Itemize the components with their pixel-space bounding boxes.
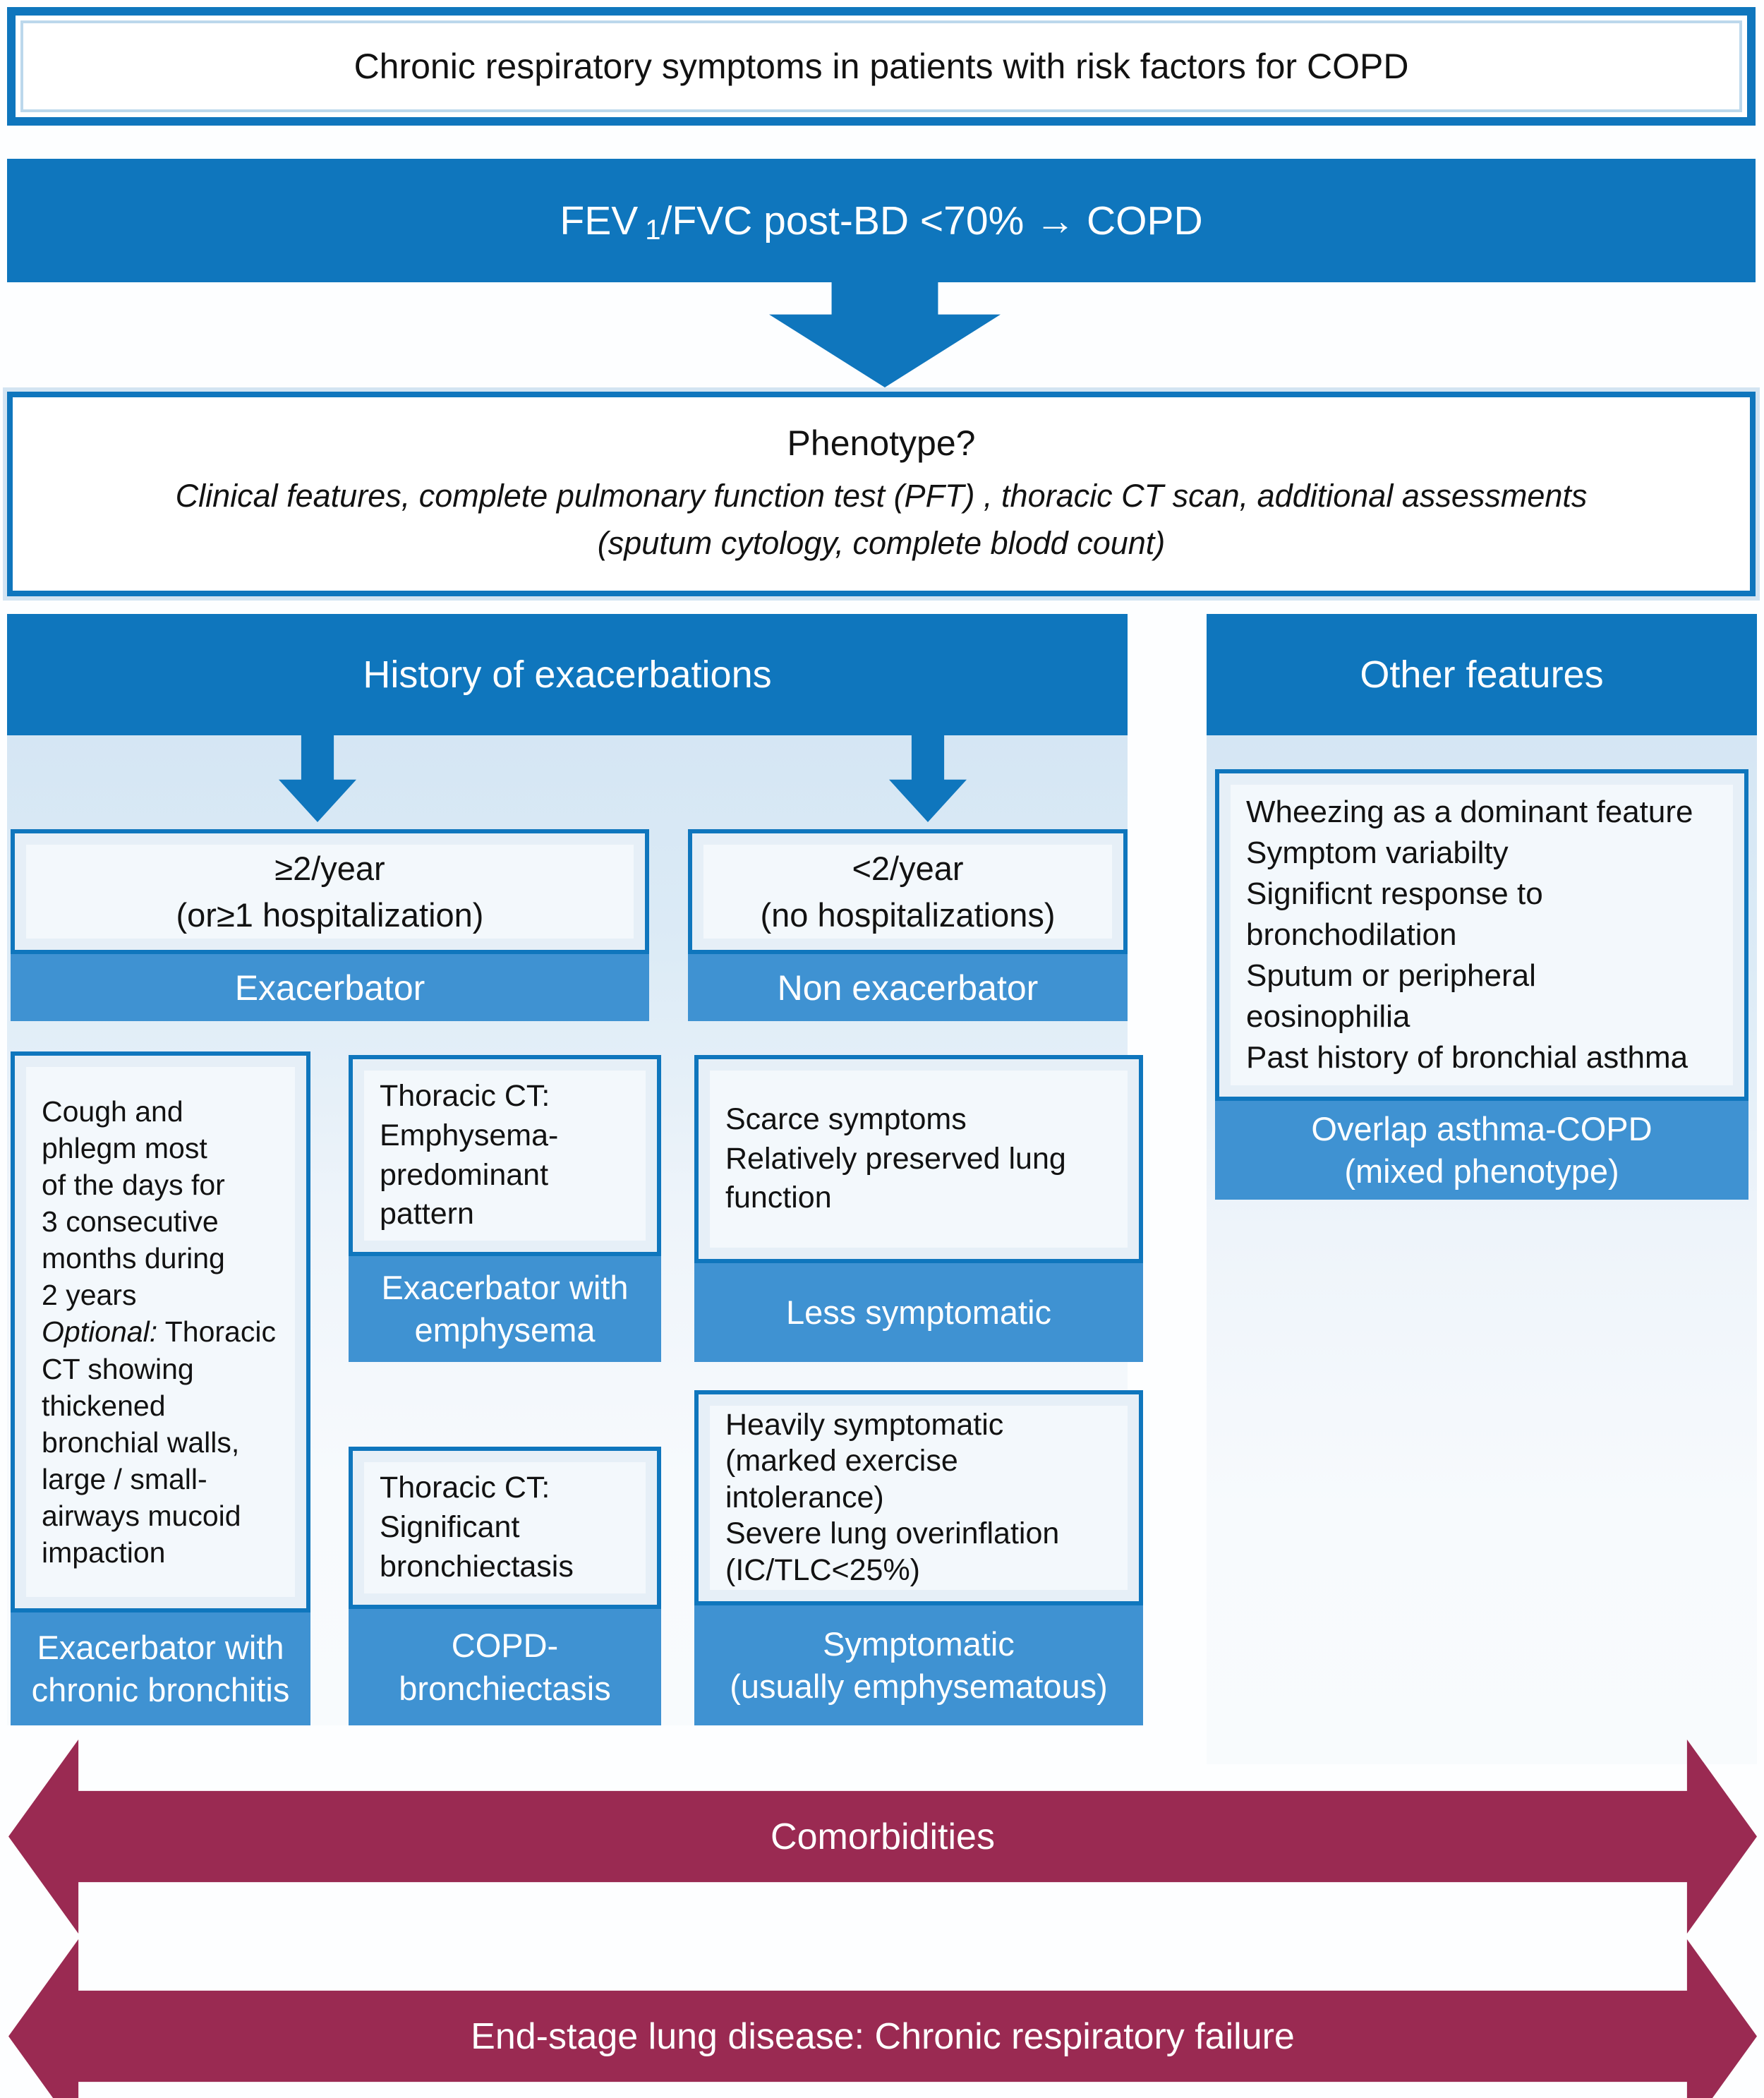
fev-subscript: 1 <box>645 215 661 246</box>
history-exacerbations-header: History of exacerbations <box>7 614 1128 735</box>
bronchiectasis-box: Thoracic CT: Significant bronchiectasis <box>349 1447 661 1609</box>
chronic-bronchitis-box: Cough and phlegm most of the days for 3 … <box>11 1051 310 1612</box>
phenotype-title: Phenotype? <box>787 423 976 464</box>
emphysema-label-bar: Exacerbator with emphysema <box>349 1256 661 1362</box>
symptomatic-text: Heavily symptomatic (marked exercise int… <box>725 1407 1060 1587</box>
emphysema-text: Thoracic CT: Emphysema- predominant patt… <box>380 1078 559 1231</box>
emphysema-label-text: Exacerbator with emphysema <box>381 1268 629 1349</box>
chronic-symptoms-box: Chronic respiratory symptoms in patients… <box>7 7 1756 126</box>
bronchiectasis-text: Thoracic CT: Significant bronchiectasis <box>380 1471 574 1584</box>
other-features-box: Wheezing as a dominant feature Symptom v… <box>1215 769 1748 1101</box>
phenotype-subtitle-line2: (sputum cytology, complete blodd count) <box>597 525 1166 561</box>
less-symptomatic-text: Scarce symptoms Relatively preserved lun… <box>725 1102 1066 1215</box>
overlap-asthma-copd-label-text: Overlap asthma-COPD (mixed phenotype) <box>1311 1109 1653 1190</box>
symptomatic-label-bar: Symptomatic (usually emphysematous) <box>694 1605 1143 1725</box>
exacerbator-criteria-box: ≥2/year (or≥1 hospitalization) <box>11 829 649 954</box>
comorbidities-arrow: Comorbidities <box>8 1740 1757 1934</box>
phenotype-box: Phenotype? Clinical features, complete p… <box>7 392 1756 596</box>
less-symptomatic-label-text: Less symptomatic <box>785 1293 1052 1331</box>
fev-label-prefix: FEV <box>560 198 639 243</box>
exacerbator-label-bar: Exacerbator <box>11 954 649 1021</box>
exacerbator-criteria-text: ≥2/year (or≥1 hospitalization) <box>176 849 484 934</box>
symptomatic-box: Heavily symptomatic (marked exercise int… <box>694 1390 1143 1605</box>
chronic-bronchitis-text-pre: Cough and phlegm most of the days for 3 … <box>42 1095 225 1312</box>
less-symptomatic-label-bar: Less symptomatic <box>694 1263 1143 1362</box>
chronic-symptoms-text: Chronic respiratory symptoms in patients… <box>354 47 1409 86</box>
non-exacerbator-label-bar: Non exacerbator <box>688 954 1128 1021</box>
chronic-bronchitis-text-optional: Optional: <box>42 1315 158 1349</box>
other-features-header-text: Other features <box>1360 653 1604 696</box>
symptomatic-label-text: Symptomatic (usually emphysematous) <box>730 1624 1108 1705</box>
fev-label-rest: /FVC post-BD <70% → COPD <box>660 198 1203 243</box>
exacerbator-label-text: Exacerbator <box>234 967 425 1008</box>
chronic-bronchitis-text: Cough and phlegm most of the days for 3 … <box>42 1093 276 1571</box>
bronchiectasis-label-text: COPD- bronchiectasis <box>399 1627 611 1707</box>
down-arrow-icon <box>769 280 1001 387</box>
end-stage-arrow: End-stage lung disease: Chronic respirat… <box>8 1939 1757 2098</box>
comorbidities-text: Comorbidities <box>771 1816 995 1857</box>
phenotype-subtitle-line1: Clinical features, complete pulmonary fu… <box>175 478 1588 514</box>
history-header-text: History of exacerbations <box>363 653 772 696</box>
other-features-text: Wheezing as a dominant feature Symptom v… <box>1246 794 1693 1075</box>
overlap-asthma-copd-label-bar: Overlap asthma-COPD (mixed phenotype) <box>1215 1101 1748 1200</box>
non-exacerbator-criteria-box: <2/year (no hospitalizations) <box>688 829 1128 954</box>
bronchiectasis-label-bar: COPD- bronchiectasis <box>349 1609 661 1725</box>
emphysema-box: Thoracic CT: Emphysema- predominant patt… <box>349 1055 661 1256</box>
chronic-bronchitis-label-text: Exacerbator with chronic bronchitis <box>31 1628 290 1708</box>
end-stage-text: End-stage lung disease: Chronic respirat… <box>471 2015 1295 2057</box>
less-symptomatic-box: Scarce symptoms Relatively preserved lun… <box>694 1055 1143 1263</box>
non-exacerbator-label-text: Non exacerbator <box>777 967 1039 1008</box>
chronic-bronchitis-text-post: Thoracic CT showing thickened bronchial … <box>42 1315 276 1569</box>
non-exacerbator-criteria-text: <2/year (no hospitalizations) <box>760 849 1056 934</box>
other-features-header: Other features <box>1207 614 1757 735</box>
chronic-bronchitis-label-bar: Exacerbator with chronic bronchitis <box>11 1612 310 1725</box>
